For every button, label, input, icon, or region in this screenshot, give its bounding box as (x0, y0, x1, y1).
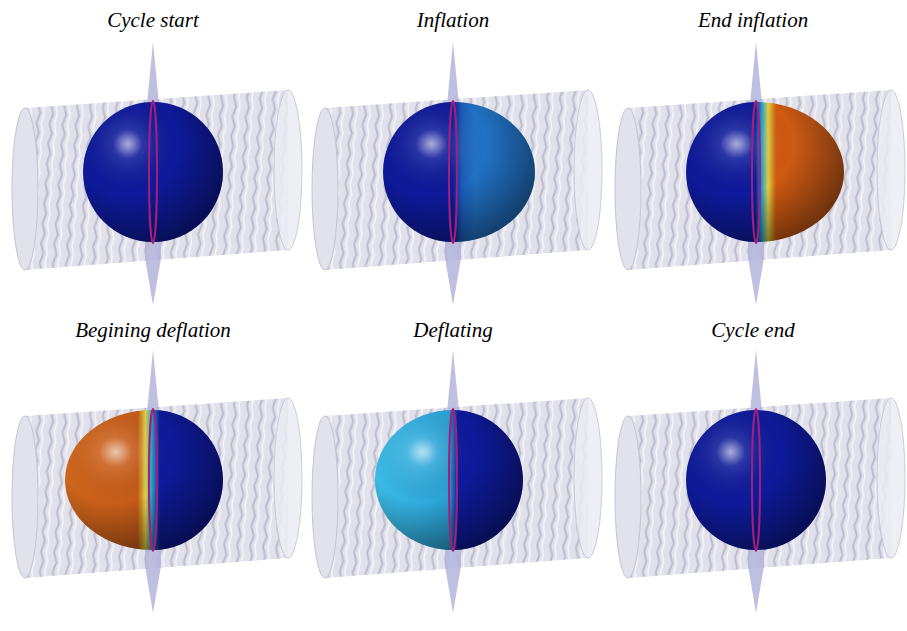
contact-ring (149, 409, 157, 551)
contact-ring (449, 101, 457, 243)
contact-ring (752, 101, 760, 243)
balloon (686, 102, 844, 242)
panel-title: Deflating (303, 317, 603, 343)
balloon-shading (83, 102, 223, 242)
contact-ring (149, 101, 157, 243)
contact-ring (449, 409, 457, 551)
threaded-tube (615, 42, 905, 305)
balloon-shading (375, 410, 523, 550)
balloon-shading (65, 410, 223, 550)
panel-end-inflation (615, 42, 905, 305)
panel-inflation (312, 42, 602, 305)
threaded-tube (12, 42, 302, 305)
balloon (65, 410, 223, 550)
panel-cycle-start (12, 42, 302, 305)
balloon-shading (686, 410, 826, 550)
balloon (383, 102, 535, 242)
threaded-tube (12, 350, 302, 613)
balloon (375, 410, 523, 550)
panel-cycle-end (615, 350, 905, 613)
balloon-shading (383, 102, 535, 242)
balloon (686, 410, 826, 550)
panel-title: End inflation (603, 7, 903, 33)
balloon-shading (686, 102, 844, 242)
balloon (83, 102, 223, 242)
panel-title: Begining deflation (3, 317, 303, 343)
panel-deflating (312, 350, 602, 613)
panel-title: Cycle end (603, 317, 903, 343)
threaded-tube (312, 350, 602, 613)
panel-beginning-deflation (12, 350, 302, 613)
contact-ring (752, 409, 760, 551)
panel-title: Cycle start (3, 7, 303, 33)
threaded-tube (615, 350, 905, 613)
panel-title: Inflation (303, 7, 603, 33)
threaded-tube (312, 42, 602, 305)
